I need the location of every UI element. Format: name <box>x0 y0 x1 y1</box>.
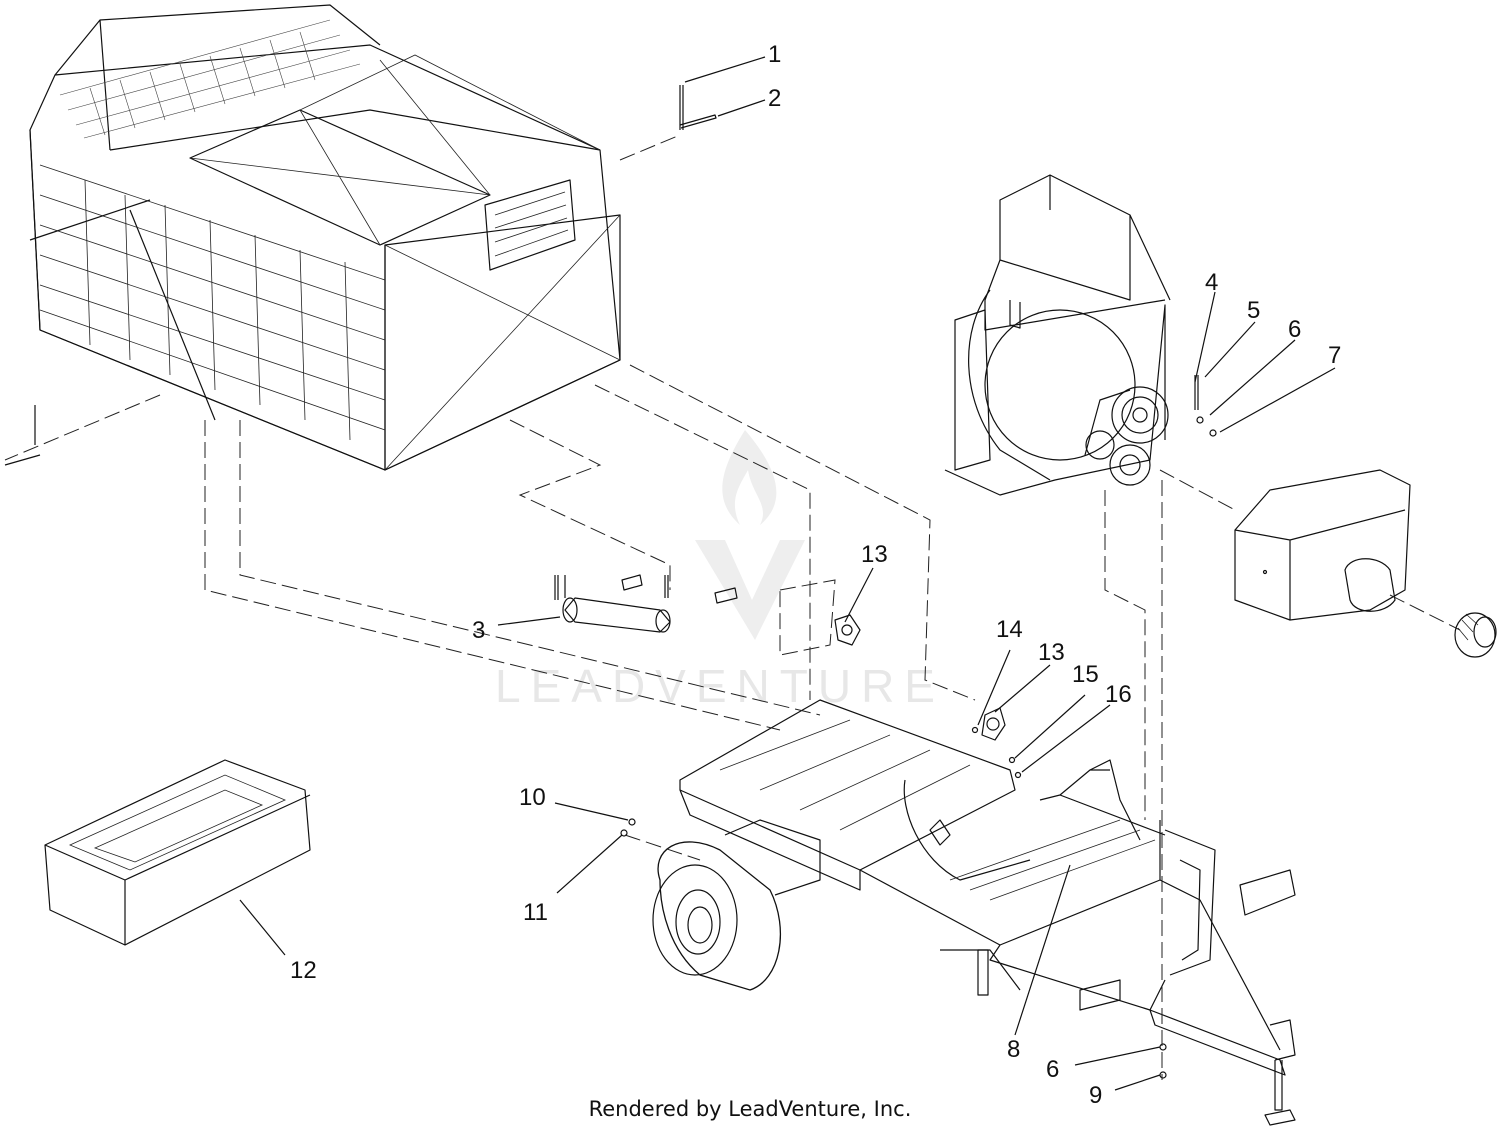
callout-9: 9 <box>1089 1082 1102 1109</box>
hydraulic-cylinder <box>554 574 738 633</box>
hopper-slatted-side <box>29 129 386 471</box>
callout-14: 14 <box>996 616 1023 643</box>
storage-tray <box>44 759 311 946</box>
assembly-dash-lines <box>4 134 1461 1080</box>
belt-cover <box>1234 469 1497 658</box>
callout-leaders <box>239 56 1336 1091</box>
pulley-hub <box>1454 612 1497 658</box>
callout-16: 16 <box>1105 681 1132 708</box>
trailer-frame <box>679 699 1296 1126</box>
callout-6-bottom: 6 <box>1046 1056 1059 1083</box>
callout-2: 2 <box>768 85 781 112</box>
blower-assembly <box>944 174 1217 496</box>
watermark-text: LEADVENTURE <box>495 660 945 712</box>
callout-13-upper: 13 <box>861 541 888 568</box>
footer-credit: Rendered by LeadVenture, Inc. <box>589 1097 912 1121</box>
callout-5: 5 <box>1247 297 1260 324</box>
callout-1: 1 <box>768 41 781 68</box>
watermark-flame-icon <box>722 430 777 525</box>
callout-6-top: 6 <box>1288 316 1301 343</box>
hopper-box-assembly <box>4 4 717 471</box>
callout-4: 4 <box>1205 269 1218 296</box>
callout-12: 12 <box>290 957 317 984</box>
trailer-wheel <box>652 819 821 991</box>
callout-11: 11 <box>523 899 548 926</box>
watermark: LEADVENTURE <box>495 430 945 712</box>
callout-15: 15 <box>1072 661 1099 688</box>
watermark-v-icon <box>695 540 805 640</box>
callout-13-lower: 13 <box>1038 639 1065 666</box>
hopper-mesh-top <box>59 19 361 139</box>
callout-10: 10 <box>519 784 546 811</box>
callout-labels: 1 2 3 4 5 6 7 6 8 9 10 11 12 13 13 14 15… <box>290 41 1341 1109</box>
blower-pulleys <box>1084 386 1169 486</box>
callout-8: 8 <box>1007 1036 1020 1063</box>
callout-7: 7 <box>1328 342 1341 369</box>
callout-3: 3 <box>472 617 485 644</box>
